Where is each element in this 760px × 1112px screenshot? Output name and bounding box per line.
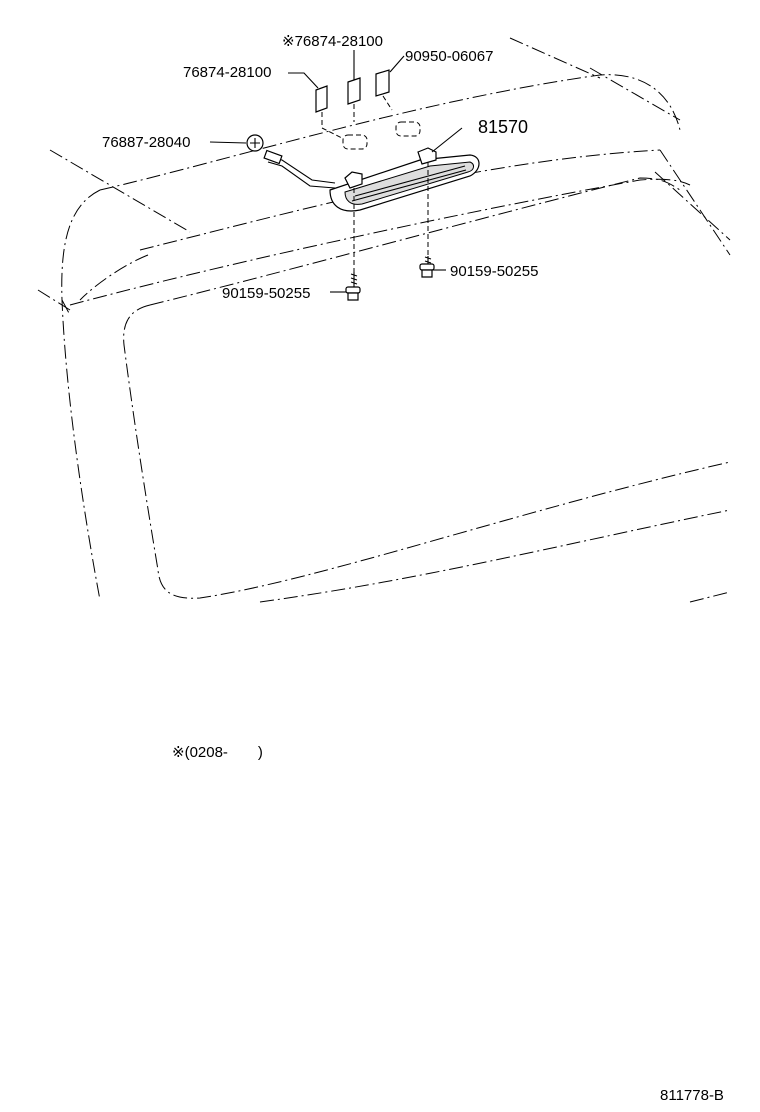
part-labels: ※76874-28100 76874-28100 90950-06067 768… (102, 33, 724, 1104)
label-note: ※(0208- ) (172, 744, 263, 761)
vehicle-body-outline (37, 37, 731, 603)
clip-left-shape (315, 85, 328, 113)
leader-lines (209, 50, 463, 293)
label-grommet: 76887-28040 (102, 134, 190, 151)
label-clip-marked: ※76874-28100 (282, 33, 383, 50)
screw-left-shape (345, 272, 361, 301)
clip-marked-shape (347, 77, 361, 105)
label-screw-left: 90159-50255 (222, 285, 310, 302)
label-screw-right: 90159-50255 (450, 263, 538, 280)
label-clip-right: 90950-06067 (405, 48, 493, 65)
screws (345, 256, 435, 301)
clip-parts (246, 69, 421, 152)
screw-right-shape (419, 256, 435, 278)
label-lamp: 81570 (478, 117, 528, 137)
label-diagram-id: 811778-B (660, 1087, 724, 1104)
label-clip-left: 76874-28100 (183, 64, 271, 81)
clip-right-shape (375, 69, 390, 97)
high-mount-stop-lamp (263, 147, 480, 272)
